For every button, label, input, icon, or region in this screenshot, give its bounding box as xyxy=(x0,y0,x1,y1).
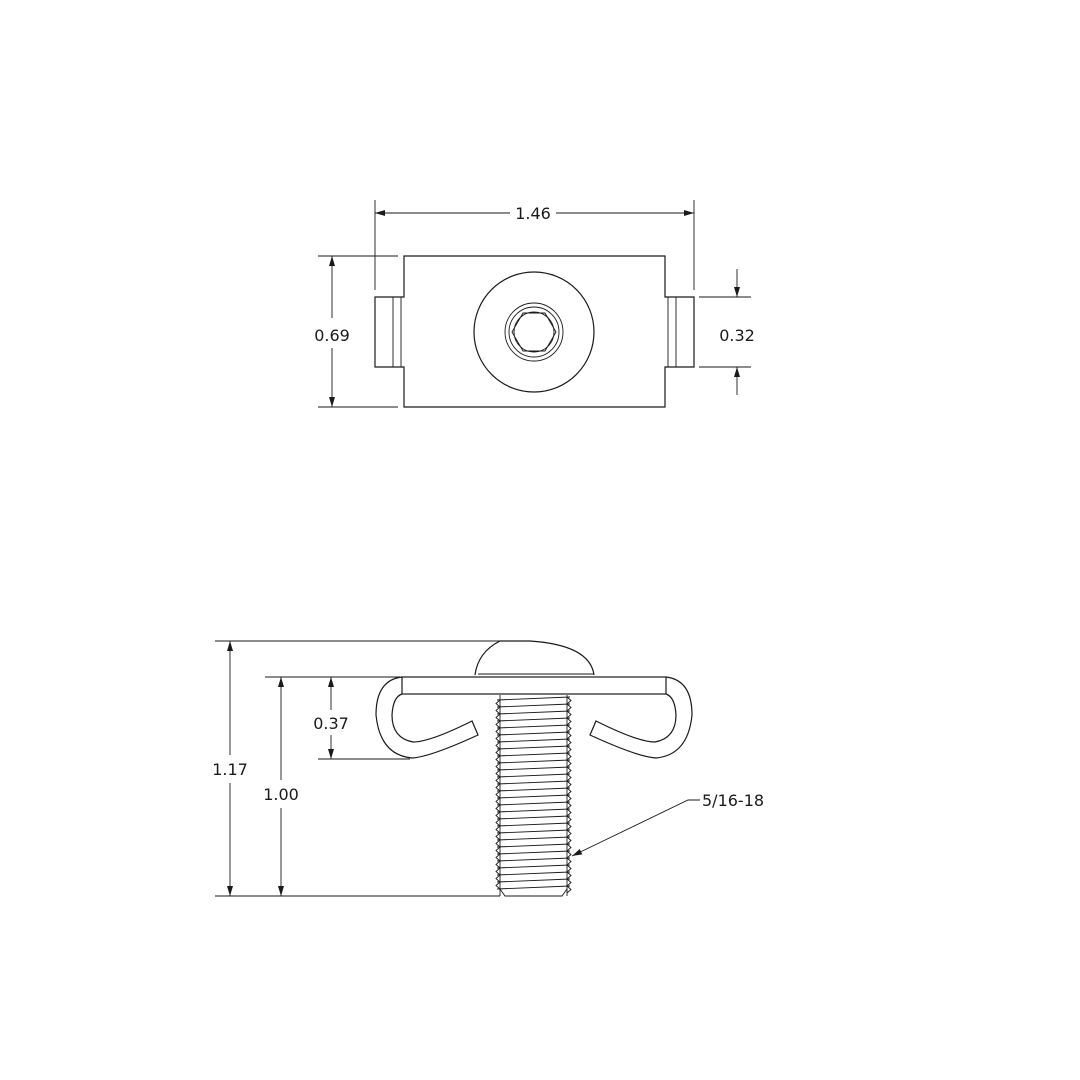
right-spring-clip xyxy=(589,676,693,759)
dim-tab-height: 0.32 xyxy=(719,326,755,345)
bolt-head-circle xyxy=(473,271,595,393)
dim-overall-height: 1.17 xyxy=(212,760,248,779)
thread-callout: 5/16-18 xyxy=(702,791,764,810)
nut-body-outline xyxy=(374,255,695,408)
dim-body-height: 0.69 xyxy=(314,326,350,345)
nut-plate xyxy=(401,676,667,695)
left-spring-clip xyxy=(375,676,479,759)
top-view: 1.46 0.69 0.32 xyxy=(314,200,755,408)
dim-overall-width: 1.46 xyxy=(515,204,551,223)
bolt-counterbore-circle xyxy=(504,302,564,362)
hex-socket-icon xyxy=(511,312,557,352)
threaded-shank xyxy=(495,695,572,897)
bolt-head-dome xyxy=(474,640,595,676)
bolt-thread-circle xyxy=(508,306,560,358)
thread-callout-leader xyxy=(571,799,700,857)
side-view: 1.17 1.00 0.37 5/16-18 xyxy=(212,640,764,897)
dim-bolt-length: 1.00 xyxy=(263,785,299,804)
dim-spring-depth: 0.37 xyxy=(313,714,349,733)
bolt-bore-circle xyxy=(513,311,555,353)
